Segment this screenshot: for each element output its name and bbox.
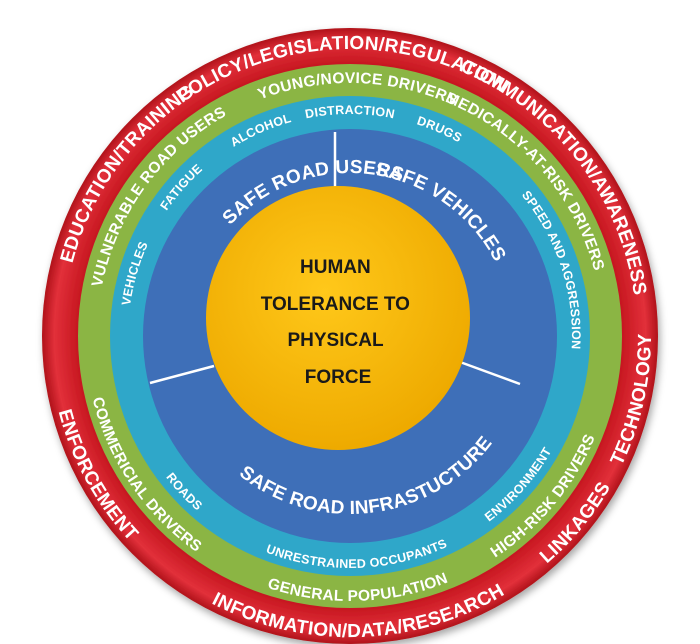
- core-line-4: FORCE: [305, 367, 372, 388]
- core-line-2: TOLERANCE TO: [261, 294, 410, 315]
- pillar-divider-left: [149, 364, 215, 385]
- core-line-3: PHYSICAL: [287, 330, 383, 351]
- core-label: HUMAN TOLERANCE TO PHYSICAL FORCE: [261, 257, 415, 388]
- core-circle: [206, 186, 470, 450]
- risk-factor-distraction: DISTRACTION: [304, 103, 396, 121]
- core-line-1: HUMAN: [300, 257, 371, 278]
- pillar-divider-right: [459, 360, 521, 386]
